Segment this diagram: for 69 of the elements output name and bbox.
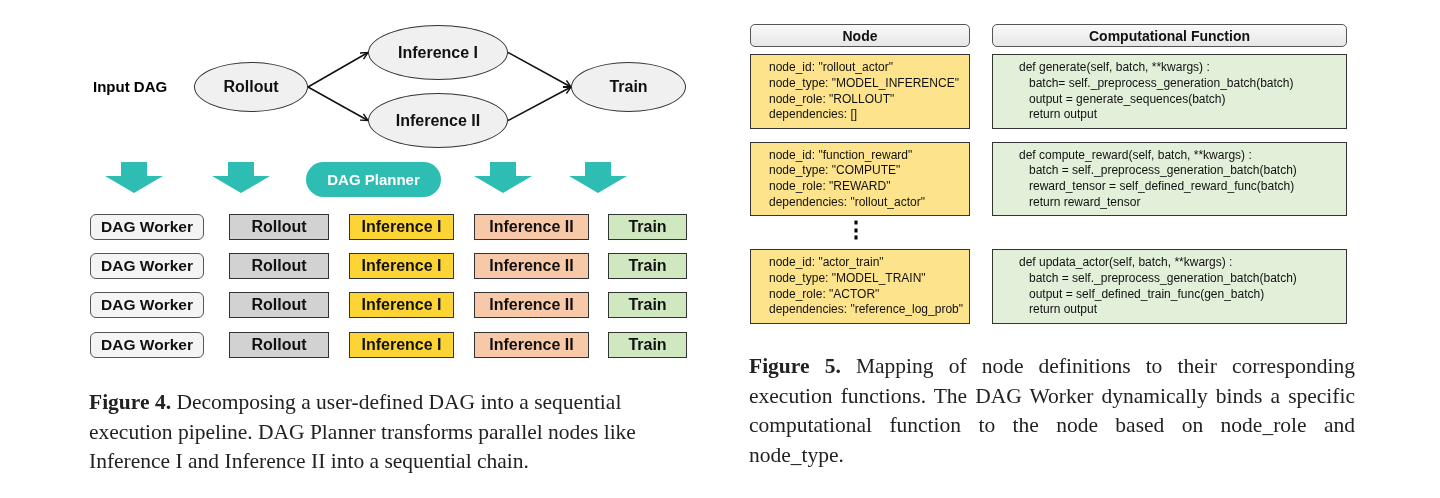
code-line: node_role: "ACTOR" — [769, 286, 880, 303]
code-line: batch = self._preprocess_generation_batch(batch) — [1028, 163, 1297, 179]
code-line: def compute_reward(self, batch, **kwargs) : — [1019, 147, 1252, 164]
stage-box: Train — [608, 332, 687, 358]
code-line: def updata_actor(self, batch, **kwargs) : — [1019, 255, 1233, 271]
node-definition-box — [750, 54, 970, 129]
ellipse-node: Train — [571, 62, 686, 112]
code-line: batch= self._preprocess_generation_batch(batch) — [1028, 75, 1294, 92]
worker-box: DAG Worker — [90, 332, 204, 358]
stage-box: Inference I — [349, 253, 454, 279]
stage-box: Inference II — [474, 214, 589, 240]
code-line: output = self_defined_train_func(gen_batch) — [1028, 286, 1265, 303]
block-arrow — [105, 162, 163, 193]
code-line: reward_tensor = self_defined_reward_func(batch) — [1028, 179, 1295, 195]
code-line: node_type: "COMPUTE" — [769, 163, 901, 179]
node-definition-box — [750, 142, 970, 216]
code-line: def generate(self, batch, **kwargs) : — [1019, 60, 1210, 76]
block-arrow — [569, 162, 627, 193]
column-header: Computational Function — [992, 24, 1347, 47]
ellipse-node: Rollout — [194, 62, 308, 112]
arrow — [307, 86, 369, 122]
function-code-box — [992, 142, 1347, 216]
stage-box: Rollout — [229, 214, 329, 240]
figure-caption: Figure 5. Mapping of node definitions to their corresponding execution functions. The DAG Worker dynamically binds a specific computational function to the node based on node_role and node_type. — [749, 353, 1355, 469]
figure-caption: Figure 4. Decomposing a user-defined DAG into a sequential execution pipeline. DAG Planner transforms parallel nodes like Inference I and Inference II into a sequential chain. — [89, 389, 637, 475]
worker-box: DAG Worker — [90, 253, 204, 279]
code-line: dependencies: "reference_log_prob" — [769, 302, 963, 318]
worker-box: DAG Worker — [90, 292, 204, 318]
stage-box: Train — [608, 214, 687, 240]
code-line: node_id: "actor_train" — [769, 255, 884, 271]
ellipse-node: Inference II — [368, 93, 508, 148]
stage-box: Inference I — [349, 292, 454, 318]
code-line: dependencies: [] — [769, 107, 858, 123]
stage-box: Rollout — [229, 253, 329, 279]
worker-box: DAG Worker — [90, 214, 204, 240]
stage-box: Rollout — [229, 332, 329, 358]
function-code-box — [992, 249, 1347, 324]
code-line: batch = self._preprocess_generation_batch(batch) — [1028, 270, 1297, 287]
stage-box: Train — [608, 292, 687, 318]
code-line: return output — [1028, 107, 1098, 123]
stage-box: Train — [608, 253, 687, 279]
stage-box: Inference II — [474, 253, 589, 279]
stage-box: Inference I — [349, 214, 454, 240]
code-line: return output — [1028, 302, 1098, 318]
stage-box: Inference I — [349, 332, 454, 358]
arrow — [307, 51, 369, 88]
code-line: node_role: "ROLLOUT" — [769, 91, 895, 108]
stage-box: Inference II — [474, 332, 589, 358]
column-header: Node — [750, 24, 970, 47]
arrow — [507, 86, 572, 122]
code-line: return reward_tensor — [1028, 194, 1141, 211]
code-line: node_id: "function_reward" — [769, 147, 913, 164]
block-arrow — [474, 162, 532, 193]
code-line: node_role: "REWARD" — [769, 179, 891, 195]
code-line: dependencies: "rollout_actor" — [769, 194, 925, 211]
code-line: output = generate_sequences(batch) — [1028, 91, 1226, 108]
node-definition-box — [750, 249, 970, 324]
code-line: node_id: "rollout_actor" — [769, 60, 893, 76]
row-label: Input DAG — [93, 78, 169, 95]
ellipsis-mark: ⋮ — [845, 217, 865, 243]
planner-pill: DAG Planner — [306, 162, 441, 197]
stage-box: Rollout — [229, 292, 329, 318]
stage-box: Inference II — [474, 292, 589, 318]
block-arrow — [212, 162, 270, 193]
arrow — [507, 51, 572, 88]
ellipse-node: Inference I — [368, 25, 508, 80]
code-line: node_type: "MODEL_TRAIN" — [769, 270, 926, 287]
function-code-box — [992, 54, 1347, 129]
code-line: node_type: "MODEL_INFERENCE" — [769, 75, 959, 92]
